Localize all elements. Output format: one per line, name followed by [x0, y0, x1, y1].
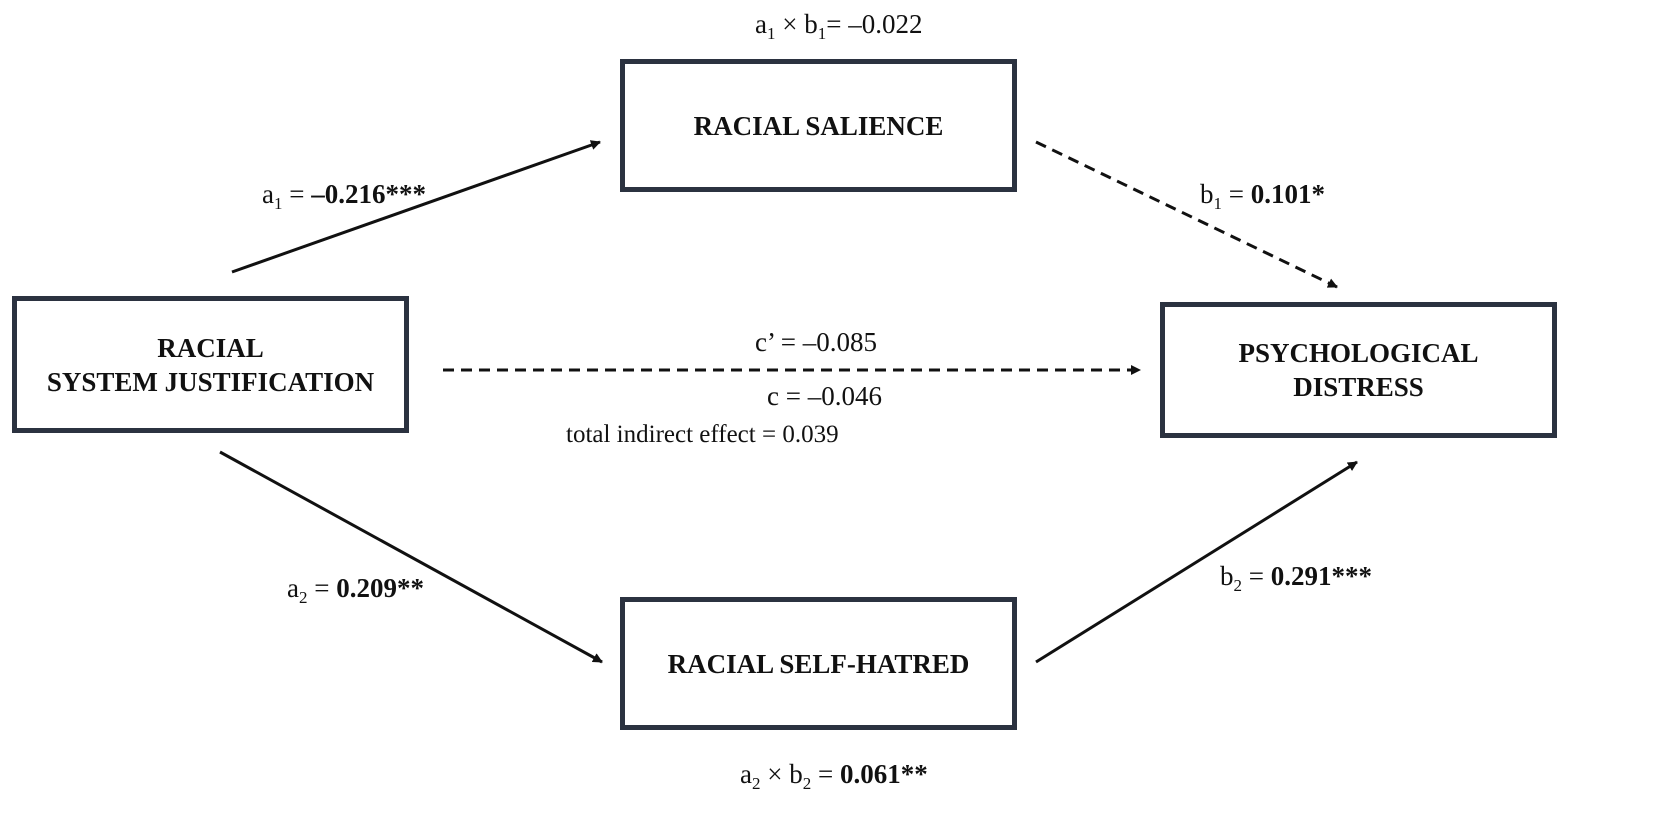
node-label: PSYCHOLOGICAL DISTRESS [1238, 338, 1479, 402]
path-a1-label: a1 = –0.216*** [262, 179, 426, 213]
node-label: RACIAL SYSTEM JUSTIFICATION [46, 332, 375, 397]
path-c-prime-label: c’ = –0.085 [755, 327, 877, 357]
path-b2-label: b2 = 0.291*** [1220, 561, 1372, 595]
indirect-effect-1-label: a1 × b1= –0.022 [755, 9, 923, 43]
arrow-b1 [1035, 140, 1338, 289]
total-indirect-effect-label: total indirect effect = 0.039 [566, 421, 839, 448]
node-psychological-distress: PSYCHOLOGICAL DISTRESS [1160, 302, 1557, 438]
node-label: RACIAL SELF-HATRED [667, 648, 970, 679]
arrow-a1 [231, 140, 601, 274]
node-label: RACIAL SALIENCE [693, 110, 944, 141]
node-racial-self-hatred: RACIAL SELF-HATRED [620, 597, 1017, 730]
path-b1-label: b1 = 0.101* [1200, 179, 1325, 213]
node-racial-salience: RACIAL SALIENCE [620, 59, 1017, 192]
arrow-b2 [1035, 460, 1358, 664]
indirect-effect-2-label: a2 × b2 = 0.061** [740, 759, 928, 793]
node-racial-system-justification: RACIAL SYSTEM JUSTIFICATION [12, 296, 409, 433]
path-c-total-label: c = –0.046 [767, 381, 882, 411]
arrow-a2 [219, 450, 603, 664]
path-a2-label: a2 = 0.209** [287, 573, 424, 607]
